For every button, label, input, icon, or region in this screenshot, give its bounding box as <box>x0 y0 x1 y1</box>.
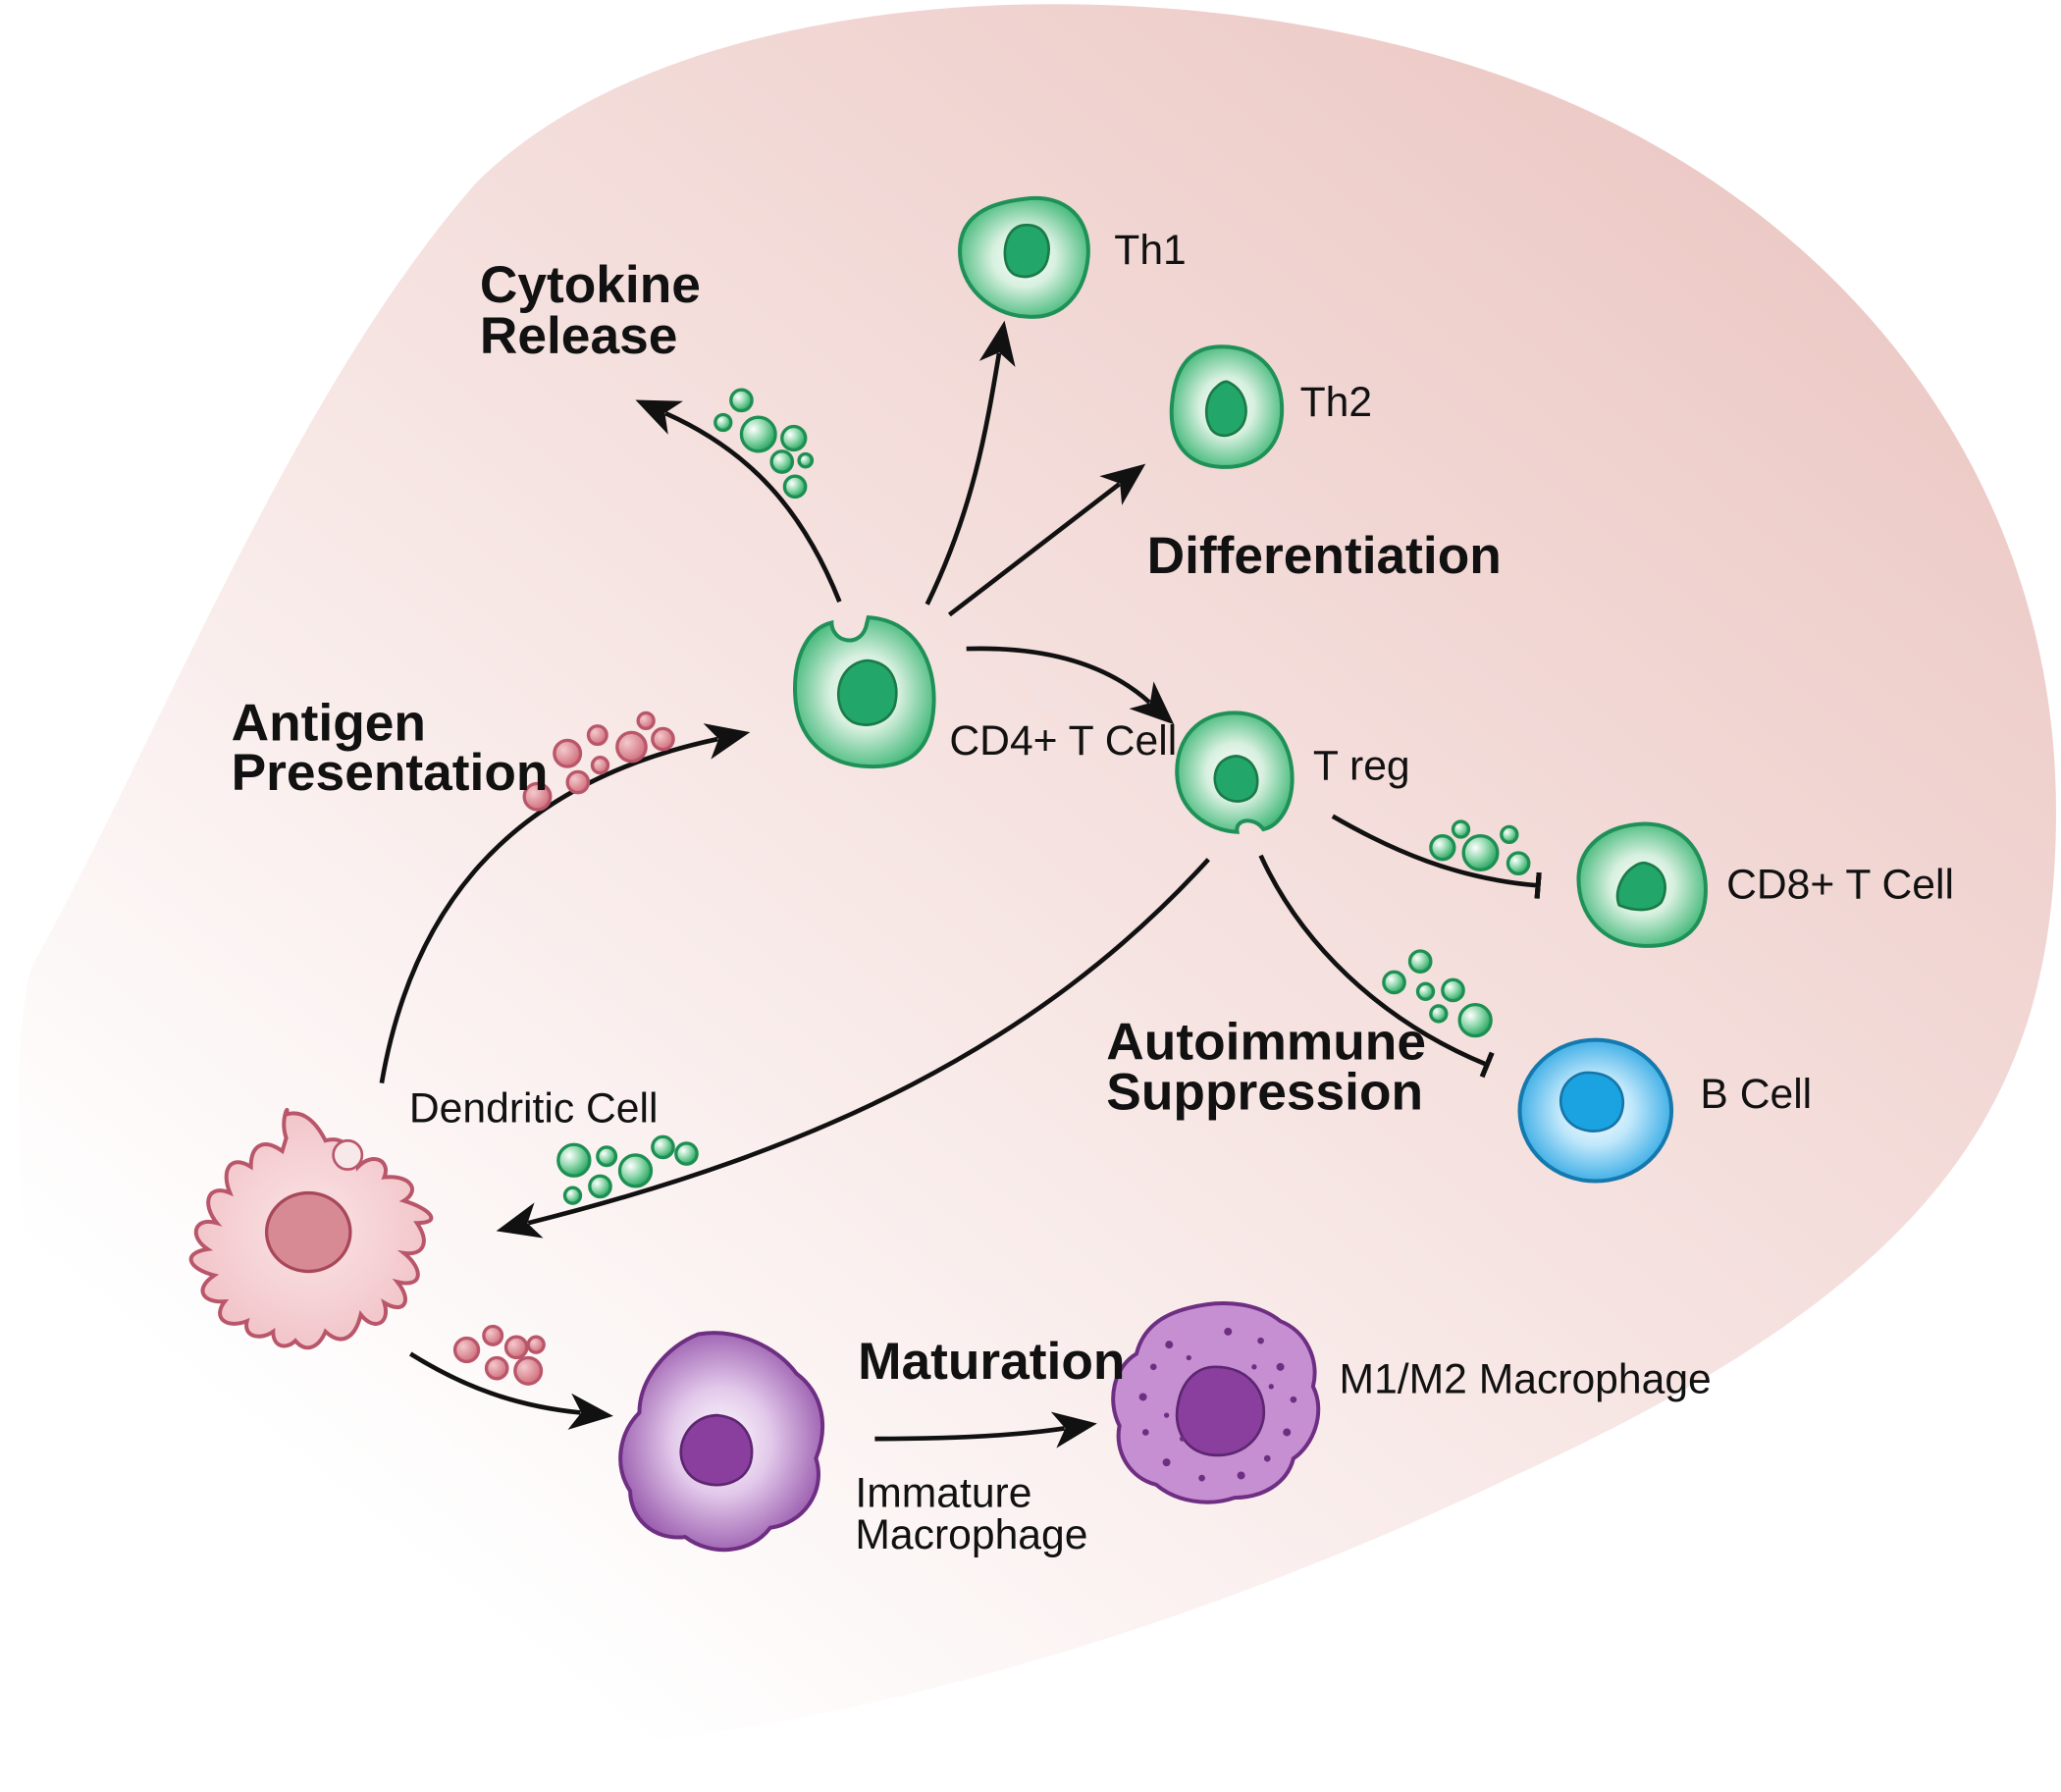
cd8-t-cell-label: CD8+ T Cell <box>1726 862 1954 909</box>
dendritic-cell-label: Dendritic Cell <box>409 1085 659 1133</box>
antigen-presentation-label-line1: Antigen <box>232 694 426 752</box>
differentiation-label: Differentiation <box>1147 527 1502 585</box>
treg-cell <box>1175 711 1295 834</box>
b-cell-inhibition-granules <box>1382 949 1493 1038</box>
inhibit-b-cell <box>1258 854 1495 1079</box>
cd4-t-cell-label: CD4+ T Cell <box>949 717 1177 764</box>
m1-m2-macrophage-cell <box>1111 1301 1321 1504</box>
th2-label: Th2 <box>1300 379 1372 426</box>
autoimmune-suppression-label-line1: Autoimmune <box>1106 1014 1426 1072</box>
maturation-label: Maturation <box>858 1333 1125 1391</box>
arrow-treg-to-dendritic <box>496 858 1210 1239</box>
cytokine-release-label-line2: Release <box>480 307 678 365</box>
arrow-cytokine-release <box>635 399 842 603</box>
b-cell <box>1517 1037 1674 1184</box>
arrow-to-treg <box>966 646 1175 725</box>
b-cell-label: B Cell <box>1700 1071 1812 1118</box>
arrow-to-immature-macrophage <box>408 1351 613 1430</box>
immature-macrophage-label-line2: Macrophage <box>855 1511 1087 1558</box>
cytokine-release-label-line1: Cytokine <box>480 256 701 314</box>
cd8-inhibition-granules <box>1429 819 1531 876</box>
arrow-maturation <box>874 1411 1097 1449</box>
autoimmune-suppression-label-line2: Suppression <box>1106 1063 1423 1121</box>
immature-macrophage-cell <box>618 1331 825 1553</box>
treg-label: T reg <box>1313 742 1410 789</box>
th1-label: Th1 <box>1114 227 1186 274</box>
dendritic-cell <box>188 1107 434 1350</box>
th1-cell <box>958 195 1090 319</box>
antigen-granules <box>522 711 675 812</box>
cytokine-granules <box>713 388 815 500</box>
immature-macrophage-label-line1: Immature <box>855 1469 1031 1516</box>
inhibit-cd8 <box>1331 814 1542 899</box>
antigen-presentation-label-line2: Presentation <box>232 744 549 802</box>
m1-m2-macrophage-label: M1/M2 Macrophage <box>1340 1355 1712 1402</box>
arrow-to-th2 <box>947 463 1146 617</box>
arrow-antigen-presentation <box>379 723 751 1083</box>
th2-cell <box>1169 344 1285 469</box>
suppression-granules <box>556 1134 699 1205</box>
arrow-to-th1 <box>925 320 1016 606</box>
background-blob <box>19 4 2056 1754</box>
cd4-t-cell <box>793 615 936 769</box>
cd8-t-cell <box>1576 821 1708 948</box>
maturation-granules <box>452 1324 546 1386</box>
